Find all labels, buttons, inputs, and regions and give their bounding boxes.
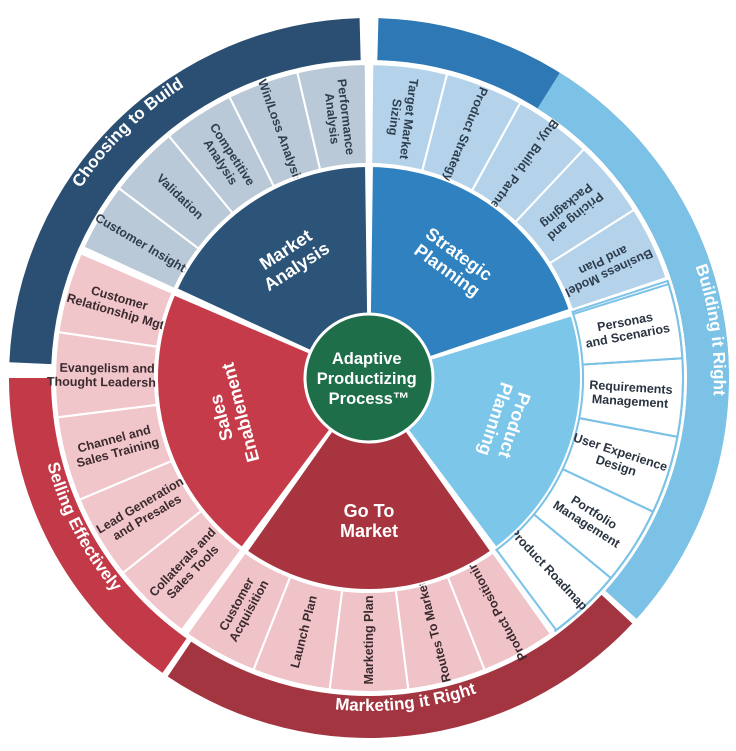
center-title: Adaptive Productizing Process™ [317, 350, 422, 408]
phase-label-building-right: ProductPlanning [474, 380, 536, 465]
center-title-line-2: Productizing [317, 370, 417, 388]
item-cell-selling-4 [57, 248, 175, 348]
ring-band-building-right [537, 72, 729, 619]
items-ring: Customer InsightsValidationCompetitiveAn… [47, 62, 684, 693]
ring-band-marketing-right [167, 594, 633, 738]
ring-band-selling [9, 378, 187, 673]
center-title-line-1: Adaptive [332, 350, 402, 368]
center-hub: Adaptive Productizing Process™ [303, 312, 435, 444]
item-label: Marketing Plan [362, 596, 376, 685]
ring-band-choosing [9, 18, 361, 365]
center-circle [303, 312, 435, 444]
item-label: PerformanceAnalysis [321, 78, 358, 157]
item-label: Evangelism andThought Leadership [47, 361, 168, 390]
center-title-line-3: Process™ [329, 390, 410, 408]
item-label: RequirementsManagement [588, 378, 673, 411]
